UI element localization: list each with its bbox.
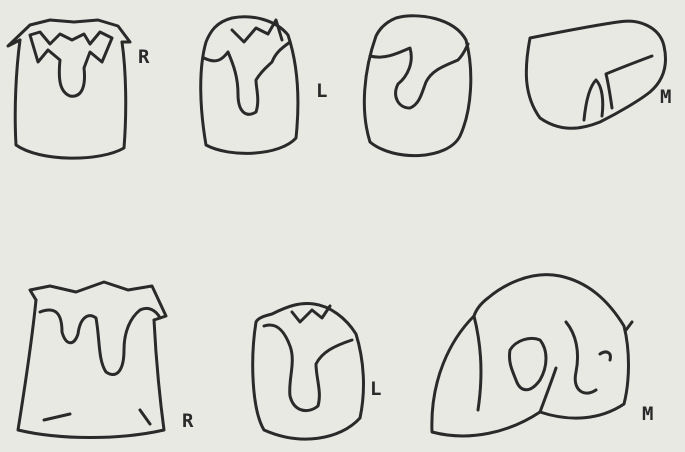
bottom-tooth-3-drawing (432, 275, 632, 436)
tooth-label-bottom-1: R (182, 412, 193, 431)
top-tooth-1-drawing (8, 20, 130, 158)
bottom-tooth-2-drawing (253, 303, 364, 439)
top-tooth-3-drawing (364, 16, 470, 156)
tooth-label-bottom-3: M (642, 405, 653, 424)
bottom-tooth-1-drawing (18, 282, 166, 438)
tooth-label-top-1: R (138, 48, 149, 67)
tooth-label-top-2: L (316, 82, 327, 101)
top-tooth-4-drawing (526, 21, 665, 128)
tooth-label-top-4: M (660, 88, 671, 107)
tooth-label-bottom-2: L (370, 380, 381, 399)
top-tooth-2-drawing (201, 17, 298, 154)
